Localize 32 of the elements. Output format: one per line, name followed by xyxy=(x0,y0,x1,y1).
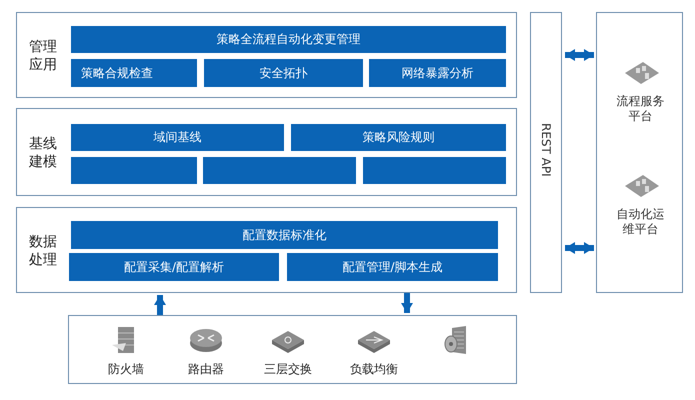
device-label: 负载均衡 xyxy=(349,361,399,378)
module-box: 策略风险规则 xyxy=(291,124,506,151)
device-panel xyxy=(68,315,517,384)
arrow xyxy=(565,49,594,61)
layer-label: 基线建模 xyxy=(29,135,58,171)
module-box: 策略合规检查 xyxy=(71,59,197,87)
module-box: 安全拓扑 xyxy=(204,59,363,87)
platform-panel xyxy=(596,12,683,293)
module-box xyxy=(203,157,356,184)
api-label: REST API xyxy=(539,123,553,177)
module-box xyxy=(363,157,506,184)
module-box: 配置管理/脚本生成 xyxy=(287,253,498,281)
arrow xyxy=(565,242,594,254)
module-box xyxy=(71,157,197,184)
module-box: 域间基线 xyxy=(71,124,284,151)
platform-label: 自动化运维平台 xyxy=(616,207,666,237)
layer-panel xyxy=(16,12,517,98)
module-box: 配置采集/配置解析 xyxy=(69,253,279,281)
device-label: 三层交换 xyxy=(263,361,313,378)
layer-label: 数据处理 xyxy=(29,233,58,269)
device-label: 防火墙 xyxy=(107,361,145,378)
module-box: 网络暴露分析 xyxy=(369,59,506,87)
module-box: 配置数据标准化 xyxy=(71,221,498,249)
module-box: 策略全流程自动化变更管理 xyxy=(71,26,506,53)
layer-label: 管理应用 xyxy=(29,38,58,74)
device-label: 路由器 xyxy=(187,361,225,378)
api-column xyxy=(530,12,562,293)
layer-panel xyxy=(16,207,517,293)
arrow xyxy=(154,295,166,315)
platform-label: 流程服务平台 xyxy=(616,94,666,124)
layer-panel xyxy=(16,108,517,196)
arrow xyxy=(401,293,413,313)
